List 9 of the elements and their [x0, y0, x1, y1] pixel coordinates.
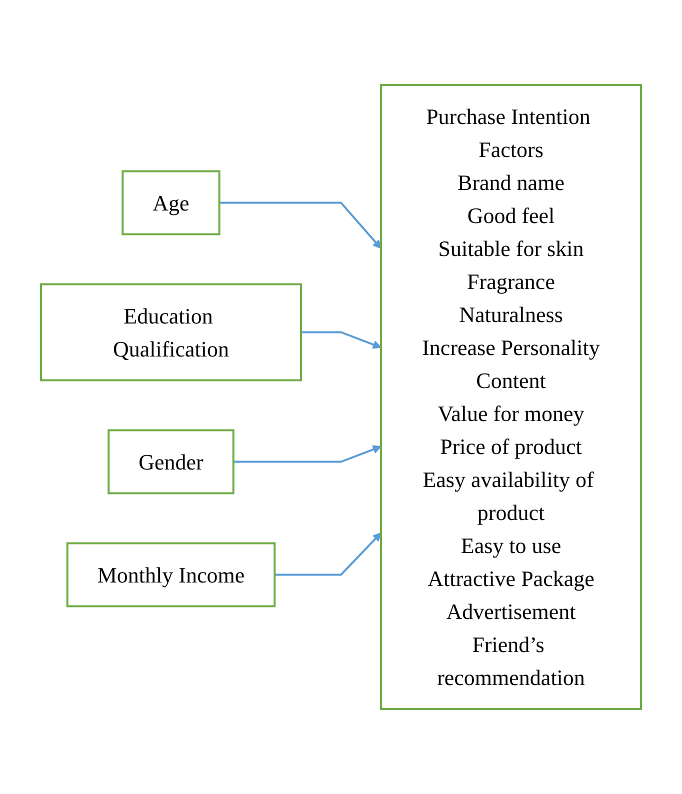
node-box: Monthly Income — [66, 542, 276, 608]
arrow — [274, 532, 382, 576]
arrow — [219, 202, 382, 249]
arrow — [301, 331, 382, 349]
node-box: Age — [122, 170, 220, 236]
node-box: Gender — [108, 429, 234, 494]
node-box: Purchase Intention Factors Brand name Good feel Suitable for skin Fragrance Naturalness Increase Personality Content Value for money Price of product Easy availability of product Easy to use Attractive Package Advertisement Friend’s recommendation — [380, 84, 642, 710]
node-box: Education Qualification — [40, 283, 302, 382]
arrow — [233, 445, 382, 463]
